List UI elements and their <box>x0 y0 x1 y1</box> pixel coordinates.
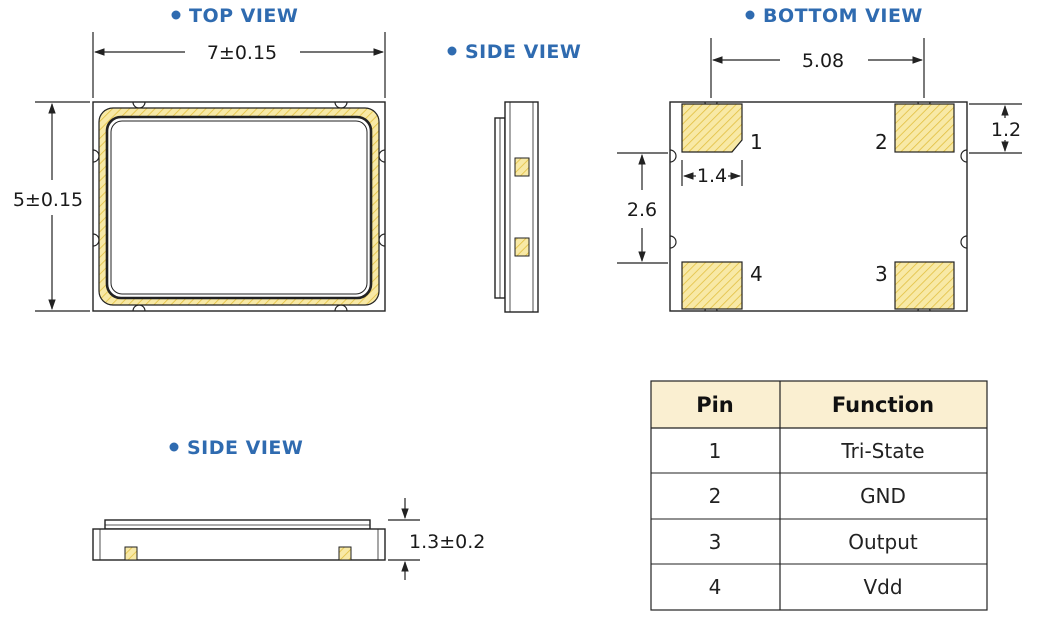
table-cell: Output <box>848 530 918 554</box>
bullet-icon <box>169 442 179 452</box>
top-view-title: TOP VIEW <box>189 5 298 27</box>
bottom-view: BOTTOM VIEW 5.08 1 2 3 4 1.4 <box>617 5 1022 312</box>
side-pad <box>124 546 138 561</box>
side-body <box>504 101 539 313</box>
side-view-title: SIDE VIEW <box>465 41 581 63</box>
top-view: TOP VIEW 7±0.15 5±0.15 <box>13 5 386 312</box>
side-view-vertical: SIDE VIEW <box>447 41 581 313</box>
side-view-horizontal: SIDE VIEW 1.3±0.2 <box>92 437 485 580</box>
table-cell: 1 <box>709 439 722 463</box>
table-cell: Vdd <box>863 575 902 599</box>
pad-4 <box>681 261 743 310</box>
side-pad <box>338 546 352 561</box>
side-pad <box>514 237 530 257</box>
table-cell: GND <box>860 484 906 508</box>
bullet-icon <box>745 10 755 20</box>
side-pad <box>514 157 530 177</box>
side-view-2-title: SIDE VIEW <box>187 437 303 459</box>
side-body <box>92 528 386 561</box>
bottom-view-title: BOTTOM VIEW <box>763 5 923 27</box>
top-width-label: 7±0.15 <box>207 42 277 64</box>
pad-2 <box>894 103 955 153</box>
pad-1 <box>681 103 743 153</box>
top-height-label: 5±0.15 <box>13 189 83 211</box>
pin-2-label: 2 <box>875 130 888 154</box>
bottom-pad-h-label: 1.2 <box>991 119 1021 141</box>
bottom-pad-w-label: 1.4 <box>697 165 727 187</box>
table-cell: 4 <box>709 575 722 599</box>
side-thickness-label: 1.3±0.2 <box>409 531 485 553</box>
pin-3-label: 3 <box>875 262 888 286</box>
table-cell: 3 <box>709 530 722 554</box>
table-header-pin: Pin <box>696 393 734 417</box>
pin-1-label: 1 <box>750 130 763 154</box>
pad-3 <box>894 261 955 310</box>
table-cell: Tri-State <box>840 439 924 463</box>
table-header-function: Function <box>832 393 934 417</box>
table-cell: 2 <box>709 484 722 508</box>
bottom-pitch-y-label: 2.6 <box>627 199 657 221</box>
bottom-pitch-x-label: 5.08 <box>802 50 844 72</box>
bullet-icon <box>447 46 457 56</box>
bullet-icon <box>171 10 181 20</box>
pin-table: Pin Function 1 Tri-State 2 GND 3 Output … <box>650 380 988 611</box>
lid <box>105 115 373 300</box>
pin-4-label: 4 <box>750 262 763 286</box>
table-header <box>651 381 987 428</box>
side-lid <box>104 519 371 530</box>
